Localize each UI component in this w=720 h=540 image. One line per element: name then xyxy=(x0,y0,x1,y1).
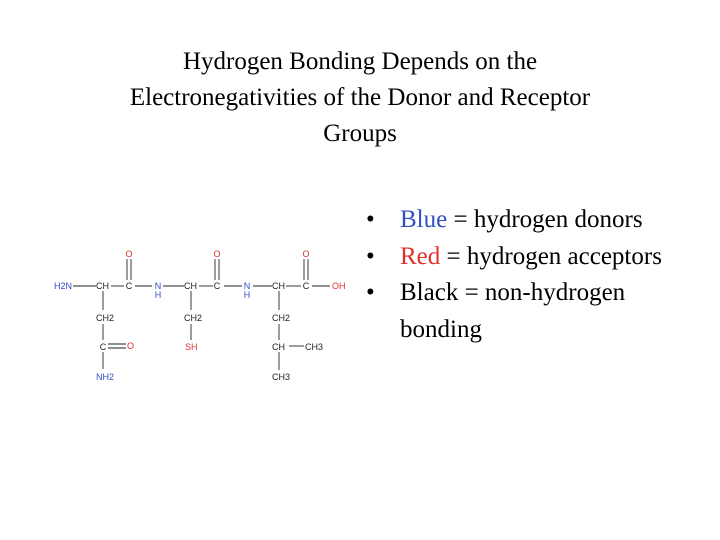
atom-o: O xyxy=(127,341,134,351)
atom-h2n: H2N xyxy=(54,281,72,291)
atom-o: O xyxy=(302,249,309,259)
atom-c: C xyxy=(126,281,133,291)
atom-ch2: CH2 xyxy=(184,313,202,323)
bullet-dot: • xyxy=(366,242,375,270)
atom-h: H xyxy=(155,290,162,300)
peptide-structure-diagram: O O O OH O H2N N H N H NH2 SH CH C CH C … xyxy=(54,249,346,382)
atom-ch: CH xyxy=(96,281,109,291)
atom-ch: CH xyxy=(184,281,197,291)
legend-bullets: • Blue = hydrogen donors • Red = hydroge… xyxy=(366,202,666,348)
bullet-dot: • xyxy=(366,279,375,306)
bullet-text: Black = non-hydrogen bonding xyxy=(400,279,626,343)
atom-o: O xyxy=(125,249,132,259)
atom-c: C xyxy=(214,281,221,291)
bullet-item-donors: • Blue = hydrogen donors xyxy=(366,202,666,239)
bullet-text: = hydrogen acceptors xyxy=(440,242,662,270)
slide-title: Hydrogen Bonding Depends on the Electron… xyxy=(60,44,660,152)
atom-ch: CH xyxy=(272,281,285,291)
atom-n: N xyxy=(244,281,251,291)
bullet-text: = hydrogen donors xyxy=(447,206,643,233)
atom-ch2: CH2 xyxy=(96,313,114,323)
bullet-color-word: Blue xyxy=(400,206,448,233)
atom-ch3: CH3 xyxy=(272,372,290,382)
atom-c: C xyxy=(100,342,107,352)
atom-nh2: NH2 xyxy=(96,372,114,382)
atom-sh: SH xyxy=(185,342,198,352)
title-line-2: Electronegativities of the Donor and Rec… xyxy=(129,84,591,111)
atom-oh: OH xyxy=(332,281,346,291)
bullet-color-word: Red xyxy=(400,242,441,270)
atom-ch3: CH3 xyxy=(305,342,323,352)
bullet-item-acceptors: • Red = hydrogen acceptors xyxy=(366,239,666,276)
title-line-1: Hydrogen Bonding Depends on the xyxy=(182,48,538,75)
bonds xyxy=(73,259,330,370)
title-line-3: Groups xyxy=(323,120,397,147)
atom-ch: CH xyxy=(272,342,285,352)
atom-ch2: CH2 xyxy=(272,313,290,323)
atom-o: O xyxy=(213,249,220,259)
atom-c: C xyxy=(303,281,310,291)
atom-h: H xyxy=(244,290,251,300)
bullet-item-non-bonding: • Black = non-hydrogen bonding xyxy=(366,275,666,348)
atom-n: N xyxy=(155,281,162,291)
bullet-dot: • xyxy=(366,206,375,233)
